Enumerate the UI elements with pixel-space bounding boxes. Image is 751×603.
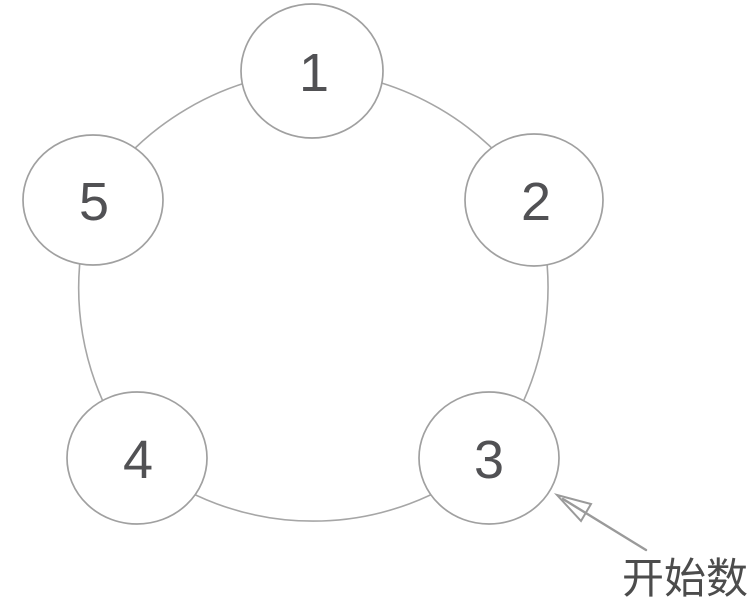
node-2-circle	[464, 133, 604, 267]
node-1-circle	[240, 3, 384, 139]
arrow-shaft	[561, 497, 648, 552]
node-3-circle	[418, 391, 560, 525]
arrow-head-icon	[553, 493, 593, 523]
node-4-circle	[66, 391, 208, 525]
node-4: 4	[66, 391, 208, 525]
node-1: 1	[240, 3, 384, 139]
node-4-label: 4	[123, 430, 153, 490]
node-2-label: 2	[521, 172, 551, 232]
node-2: 2	[464, 133, 604, 267]
start-pointer-arrow	[553, 493, 648, 552]
start-count-label: 开始数	[622, 555, 748, 602]
node-5-label: 5	[79, 172, 109, 232]
node-1-label: 1	[299, 43, 329, 103]
node-5: 5	[22, 134, 164, 266]
node-3: 3	[418, 391, 560, 525]
node-3-label: 3	[474, 430, 504, 490]
node-5-circle	[22, 134, 164, 266]
